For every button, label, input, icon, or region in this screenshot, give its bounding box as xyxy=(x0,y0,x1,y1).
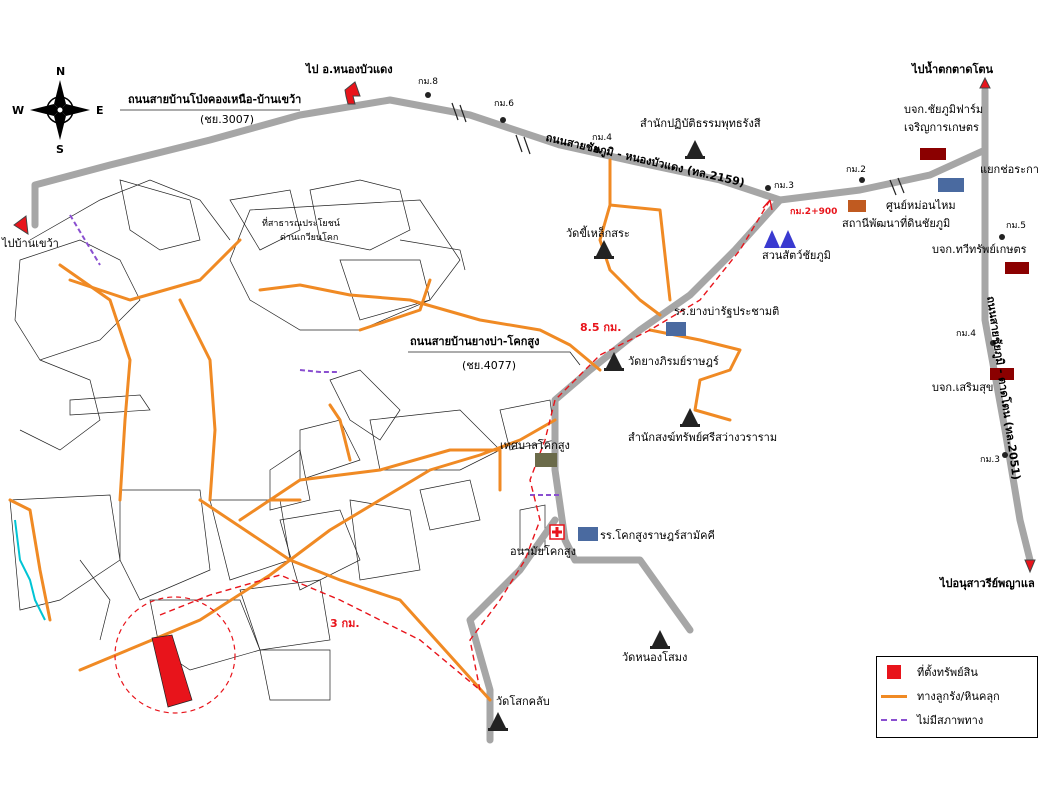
legend-item-laterite: ทางลูกรัง/หินคลุก xyxy=(877,687,1000,705)
building-icon-sermsuk xyxy=(990,368,1014,380)
building-icon-farm xyxy=(920,148,946,160)
temple-icon-3 xyxy=(604,352,624,371)
arrow-down-nong-bua xyxy=(1024,559,1036,574)
label-public-land-1: ที่สาธารณประโยชน์ xyxy=(262,219,340,229)
km-marker-icons xyxy=(425,92,1008,458)
label-bk-thawee: บจก.ทวีทรัพย์เกษตร xyxy=(932,243,1027,256)
hospital-icon xyxy=(549,524,565,540)
label-wat-khi: วัดขี้เหล็กสระ xyxy=(566,227,630,240)
label-wat-yang: วัดยางภิรมย์ราษฎร์ xyxy=(628,355,719,368)
label-wat-khoksung: วัดโสกคลับ xyxy=(496,695,550,708)
legend: ที่ตั้งทรัพย์สิน ทางลูกรัง/หินคลุก ไม่มี… xyxy=(876,656,1038,738)
label-suan-sat: สวนสัตว์ชัยภูมิ xyxy=(762,249,831,262)
arrow-left-ban-khwao xyxy=(13,215,29,235)
label-to-tat-ton: ไปน้ำตกตาดโตน xyxy=(912,63,994,76)
main-roads xyxy=(31,86,1034,744)
no-road-paths xyxy=(69,214,560,496)
label-bk-sermsuk: บจก.เสริมสุข xyxy=(932,381,994,394)
label-moh-naimai: ศูนย์หม่อนไหม xyxy=(886,199,956,212)
thesaban-icon xyxy=(535,453,557,467)
temple-icon-6 xyxy=(488,712,508,731)
arrow-up-nongbuadaeng xyxy=(344,81,361,105)
label-rr-yangba: รร.ยางบ่ารัฐประชามติ xyxy=(674,305,780,318)
road-mid-name: ถนนสายบ้านยางบ่า-โคกสูง xyxy=(410,335,540,348)
label-thesaban: เทศบาลโคกสูง xyxy=(500,439,570,452)
legend-noroad-line xyxy=(881,719,907,721)
label-sammak-song: สำนักสงฆ์ทรัพย์ศรีสว่างวราราม xyxy=(628,431,778,444)
temple-icon-4 xyxy=(680,408,700,427)
label-charoen-kaset: เจริญการเกษตร xyxy=(904,121,979,134)
km3-right-label: กม.3 xyxy=(980,455,1000,465)
legend-noroad-label: ไม่มีสภาพทาง xyxy=(917,714,984,727)
legend-property-label: ที่ตั้งทรัพย์สิน xyxy=(917,666,978,679)
building-icon-thawee xyxy=(1005,262,1029,274)
compass-w: W xyxy=(12,104,25,117)
km4-right-label: กม.4 xyxy=(956,329,976,339)
label-anamai: อนามัยโคกสูง xyxy=(510,545,577,558)
temple-icon-1 xyxy=(685,140,705,159)
distance-85-label: 8.5 กม. xyxy=(580,321,622,334)
label-public-land-2: ด่านเกวียนโคก xyxy=(280,233,339,243)
temple-icon-2 xyxy=(594,240,614,259)
label-to-nong-bua: ไปอนุสาวรีย์พญาแล xyxy=(940,577,1035,590)
temple-icon-5 xyxy=(650,630,670,649)
zoo-icon xyxy=(764,230,796,248)
legend-item-property: ที่ตั้งทรัพย์สิน xyxy=(877,663,978,681)
compass-n: N xyxy=(56,65,66,78)
distance-3-label: 3 กม. xyxy=(330,617,360,630)
road-top-code: (ชย.3007) xyxy=(200,113,254,126)
school-icon-yangba xyxy=(666,322,686,336)
road-mid-code: (ชย.4077) xyxy=(462,359,516,372)
route-dashed xyxy=(159,199,771,691)
route-arrow-head xyxy=(762,199,773,211)
compass-s: S xyxy=(56,143,64,156)
building-icon-moh xyxy=(938,178,964,192)
km4-top-label: กม.4 xyxy=(592,133,612,143)
label-sammak-pathip: สำนักปฏิบัติธรรมพุทธรังสี xyxy=(640,117,761,130)
legend-property-swatch xyxy=(887,665,901,679)
legend-laterite-line xyxy=(881,694,907,698)
legend-item-noroad: ไม่มีสภาพทาง xyxy=(877,711,983,729)
road-top-name: ถนนสายบ้านโป่งคองเหนือ-บ้านเขว้า xyxy=(128,93,302,106)
road-break-marks xyxy=(451,102,905,196)
km6-label: กม.6 xyxy=(494,99,514,109)
compass-rose xyxy=(30,80,90,140)
label-sathani: สถานีพัฒนาที่ดินชัยภูมิ xyxy=(842,217,951,230)
label-rr-khoksung: รร.โคกสูงราษฎร์สามัคคี xyxy=(600,529,715,542)
label-yaek-sorasa: แยกช่อระกา xyxy=(980,163,1039,176)
property-parcel xyxy=(151,634,193,708)
km2-label: กม.2 xyxy=(846,165,866,175)
label-bk-farm: บจก.ชัยภูมิฟาร์ม xyxy=(904,103,984,116)
direction-arrows xyxy=(13,76,1036,574)
laterite-roads xyxy=(8,158,742,702)
arrow-up-tat-ton xyxy=(979,76,991,89)
landmark-icons xyxy=(425,92,1029,731)
km5-label: กม.5 xyxy=(1006,221,1026,231)
legend-laterite-label: ทางลูกรัง/หินคลุก xyxy=(917,690,1000,703)
km-2900-label: กม.2+900 xyxy=(790,207,838,217)
km3-top-label: กม.3 xyxy=(774,181,794,191)
label-to-nongbuadaeng: ไป อ.หนองบัวแดง xyxy=(306,63,393,76)
stream xyxy=(14,519,46,621)
school-icon-khoksung xyxy=(578,527,598,541)
label-wat-nongsamong: วัดหนองโสมง xyxy=(622,651,688,664)
label-to-ban-khwao: ไปบ้านเขว้า xyxy=(2,237,59,250)
km8-label: กม.8 xyxy=(418,77,438,87)
building-icon-sathani xyxy=(848,200,866,212)
property-circle xyxy=(114,596,236,714)
compass-e: E xyxy=(96,104,104,117)
leader-lines xyxy=(120,109,581,366)
